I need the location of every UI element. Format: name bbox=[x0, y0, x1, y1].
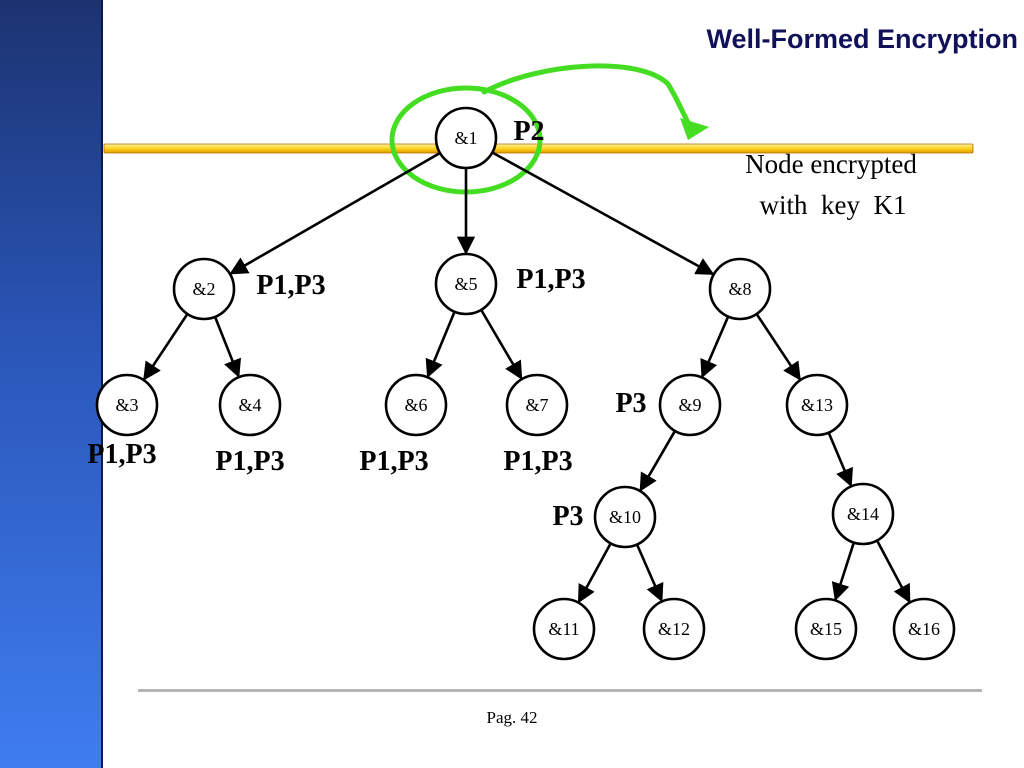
edge-amp10-amp11 bbox=[577, 542, 612, 604]
node-circle bbox=[532, 597, 596, 661]
perm-label-amp2: P1,P3 bbox=[256, 270, 325, 301]
node-amp7: &7 bbox=[505, 373, 569, 437]
node-label: &4 bbox=[238, 395, 261, 415]
node-label: &13 bbox=[801, 395, 833, 415]
perm-label-amp3: P1,P3 bbox=[87, 439, 156, 470]
node-circle bbox=[384, 373, 448, 437]
perm-label-amp5: P1,P3 bbox=[516, 264, 585, 295]
node-amp5: &5 bbox=[434, 252, 498, 316]
perm-label-amp4: P1,P3 bbox=[215, 446, 284, 477]
edge-amp9-amp10 bbox=[639, 430, 677, 492]
node-circle bbox=[658, 373, 722, 437]
node-circle bbox=[434, 106, 498, 170]
node-label: &12 bbox=[658, 619, 690, 639]
node-amp15: &15 bbox=[794, 597, 858, 661]
node-label: &2 bbox=[192, 279, 215, 299]
node-amp2: &2 bbox=[172, 257, 236, 321]
node-amp3: &3 bbox=[95, 373, 159, 437]
node-amp12: &12 bbox=[642, 597, 706, 661]
node-amp11: &11 bbox=[532, 597, 596, 661]
node-amp16: &16 bbox=[892, 597, 956, 661]
node-label: &10 bbox=[609, 507, 641, 527]
edge-amp1-amp2 bbox=[229, 151, 441, 275]
perm-label-amp10: P3 bbox=[552, 501, 583, 532]
node-label: &1 bbox=[454, 128, 477, 148]
node-circle bbox=[95, 373, 159, 437]
node-circle bbox=[434, 252, 498, 316]
edge-amp13-amp14 bbox=[827, 432, 853, 488]
edge-amp2-amp4 bbox=[213, 316, 241, 378]
perm-label-amp6: P1,P3 bbox=[359, 446, 428, 477]
perm-label-amp9: P3 bbox=[615, 388, 646, 419]
node-label: &16 bbox=[908, 619, 940, 639]
edge-amp1-amp8 bbox=[491, 151, 715, 276]
annotation-line2: with key K1 bbox=[760, 190, 907, 220]
footer-rule bbox=[138, 689, 982, 692]
highlight-curve-arrow bbox=[481, 63, 695, 133]
node-circle bbox=[831, 482, 895, 546]
node-amp9: &9 bbox=[658, 373, 722, 437]
edge-amp14-amp16 bbox=[875, 539, 911, 604]
node-label: &8 bbox=[728, 279, 751, 299]
nodes-layer: &1&2&3&4&5&6&7&8&9&10&11&12&13&14&15&16 bbox=[95, 106, 956, 661]
slide-title: Well-Formed Encryption bbox=[706, 24, 1018, 54]
edge-amp8-amp9 bbox=[700, 316, 730, 379]
node-label: &3 bbox=[115, 395, 138, 415]
node-amp13: &13 bbox=[785, 373, 849, 437]
side-bar bbox=[0, 0, 103, 768]
node-circle bbox=[172, 257, 236, 321]
node-label: &6 bbox=[404, 395, 427, 415]
node-amp4: &4 bbox=[218, 373, 282, 437]
edge-amp5-amp7 bbox=[480, 309, 523, 380]
node-label: &5 bbox=[454, 274, 477, 294]
node-circle bbox=[505, 373, 569, 437]
node-circle bbox=[785, 373, 849, 437]
edges-layer bbox=[143, 151, 911, 604]
edge-amp14-amp15 bbox=[831, 542, 856, 602]
node-circle bbox=[593, 485, 657, 549]
highlight-arrow-head bbox=[680, 118, 709, 140]
edge-amp5-amp6 bbox=[425, 311, 456, 379]
node-amp14: &14 bbox=[831, 482, 895, 546]
node-circle bbox=[708, 257, 772, 321]
perm-label-amp1: P2 bbox=[513, 116, 544, 147]
node-circle bbox=[794, 597, 858, 661]
edge-amp10-amp12 bbox=[635, 543, 664, 603]
node-label: &9 bbox=[678, 395, 701, 415]
node-label: &14 bbox=[847, 504, 879, 524]
node-label: &15 bbox=[810, 619, 842, 639]
edge-amp2-amp3 bbox=[143, 313, 189, 381]
node-label: &7 bbox=[525, 395, 548, 415]
node-amp8: &8 bbox=[708, 257, 772, 321]
annotation-line1: Node encrypted bbox=[745, 149, 917, 179]
node-circle bbox=[218, 373, 282, 437]
node-amp10: &10 bbox=[593, 485, 657, 549]
page-number: Pag. 42 bbox=[486, 708, 538, 727]
node-circle bbox=[642, 597, 706, 661]
edge-amp8-amp13 bbox=[755, 313, 801, 381]
node-amp1: &1 bbox=[434, 106, 498, 170]
node-label: &11 bbox=[548, 619, 579, 639]
node-amp6: &6 bbox=[384, 373, 448, 437]
perm-label-amp7: P1,P3 bbox=[503, 446, 572, 477]
node-circle bbox=[892, 597, 956, 661]
